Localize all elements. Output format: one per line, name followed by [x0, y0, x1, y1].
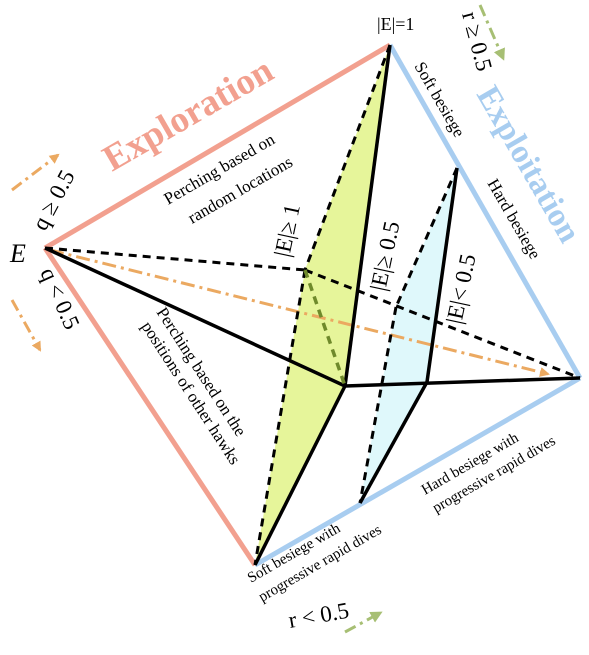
q-lt-arrow [10, 299, 42, 352]
vertex-e-label: E [9, 239, 26, 268]
vertex-top-label: |E|=1 [377, 14, 414, 34]
exploitation-edge-bottom [253, 375, 582, 568]
soft-besiege-plane [255, 45, 390, 565]
q-ge-label: q ≥ 0.5 [27, 166, 79, 235]
solid-edges [44, 44, 581, 566]
exploration-edge-top [43, 42, 392, 251]
exploitation-edge-top [387, 43, 583, 380]
r-lt-arrow [344, 611, 383, 634]
q-ge-arrow [11, 153, 60, 192]
r-lt-label: r < 0.5 [287, 598, 351, 633]
e-ge-05-label: |E|≥ 0.5 [365, 219, 404, 293]
e-lt-05-label: |E|< 0.5 [441, 252, 480, 326]
r-ge-label: r ≥ 0.5 [457, 9, 497, 74]
hard-besiege-plane [360, 168, 457, 503]
dashed-edges [44, 44, 581, 566]
olive-dashed-segment [303, 269, 347, 387]
exploration-edge-bottom [42, 246, 258, 567]
e-ge-1-label: |E|≥ 1 [269, 202, 305, 259]
r-ge-arrow [478, 4, 505, 61]
